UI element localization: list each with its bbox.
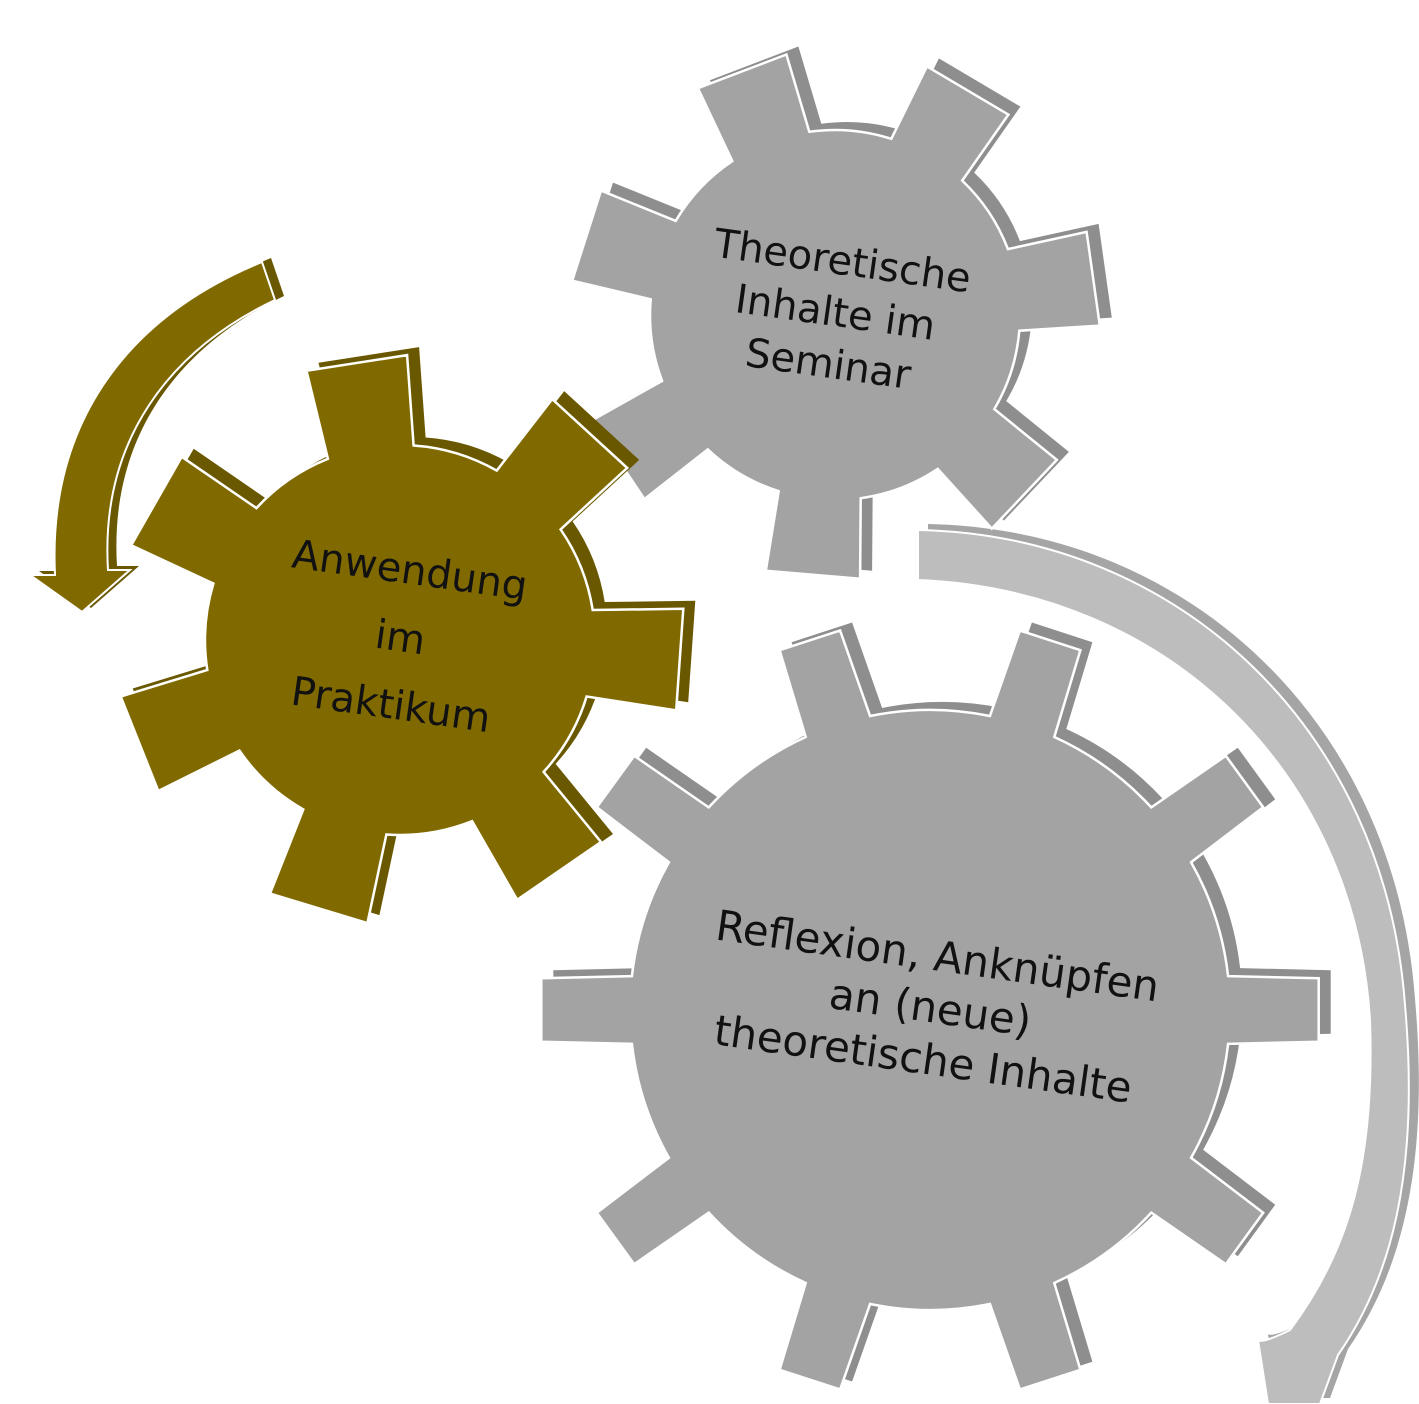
gear-reflection: Reflexion, Anknüpfenan (neue)theoretisch…: [540, 622, 1331, 1392]
gear-practice-body: [119, 353, 685, 925]
gears-layer: TheoretischeInhalte imSeminarAnwendungim…: [119, 46, 1331, 1392]
practice-arrow: [26, 258, 284, 614]
arrows-layer: [26, 258, 1419, 1404]
gear-reflection-body: [540, 628, 1320, 1392]
gear-practice: AnwendungimPraktikum: [119, 347, 696, 925]
practice-arrow-body: [26, 260, 277, 614]
gear-practice-label-line: im: [372, 612, 428, 665]
reflection-arrow-body: [917, 528, 1410, 1404]
gear-theory: TheoretischeInhalte imSeminar: [570, 46, 1112, 581]
reflection-arrow: [917, 524, 1419, 1404]
gear-theory-body: [570, 52, 1102, 581]
